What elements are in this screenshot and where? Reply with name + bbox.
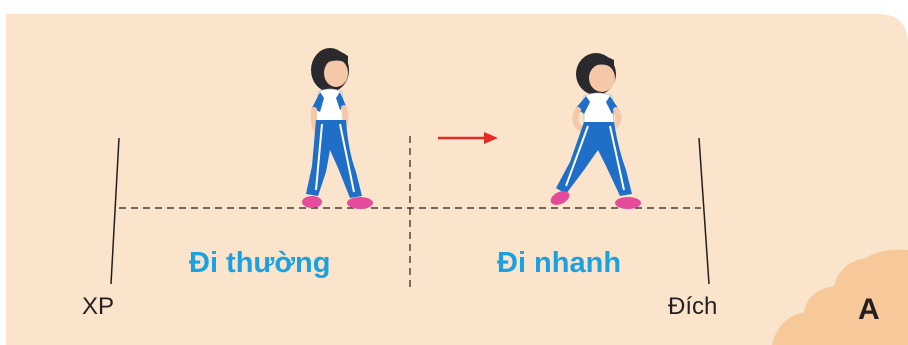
finish-line <box>698 137 710 285</box>
start-label: XP <box>82 293 115 320</box>
right-arrow-icon <box>438 132 498 144</box>
corner-letter: A <box>858 293 880 326</box>
finish-label: Đích <box>668 293 718 320</box>
zone-label-normal-walk: Đi thường <box>189 247 331 279</box>
corner-blob <box>772 249 908 345</box>
girl-walking-fast-illustration <box>550 53 641 209</box>
panel-background <box>6 14 908 345</box>
start-line <box>110 137 120 285</box>
zone-label-fast-walk: Đi nhanh <box>497 247 622 279</box>
girl-walking-normal-illustration <box>302 48 373 209</box>
